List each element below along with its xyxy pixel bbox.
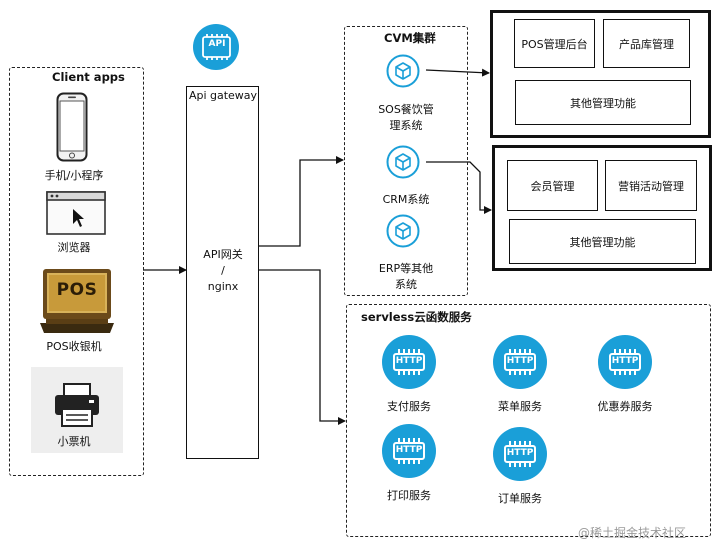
serverless-label-order: 订单服务 <box>498 492 542 505</box>
cvm-crm-label: CRM系统 <box>382 193 430 206</box>
sos-to-group-line <box>425 68 490 77</box>
cvm-erp-label-1: ERP等其他 <box>378 262 434 275</box>
cvm-cluster-title: CVM集群 <box>384 31 436 45</box>
serverless-item-coupon: HTTP 优惠券服务 <box>582 333 668 413</box>
cvm-cluster-panel <box>344 26 468 296</box>
http-icon-text: HTTP <box>395 445 423 455</box>
client-apps-panel <box>9 67 144 476</box>
http-icon-text: HTTP <box>506 356 534 366</box>
http-icon-text: HTTP <box>395 356 423 366</box>
http-icon <box>382 424 436 478</box>
crm-box-marketing: 营销活动管理 <box>605 160 697 211</box>
serverless-label-menu: 菜单服务 <box>498 400 542 413</box>
http-icon <box>382 335 436 389</box>
gateway-to-serverless-line <box>259 269 346 425</box>
serverless-label-coupon: 优惠券服务 <box>597 400 653 413</box>
serverless-item-order: HTTP 订单服务 <box>482 425 558 507</box>
crm-box-membership: 会员管理 <box>507 160 598 211</box>
watermark: @稀土掘金技术社区 <box>578 526 687 540</box>
sos-box-other-functions: 其他管理功能 <box>515 80 691 125</box>
client-label-pos: POS收银机 <box>46 340 102 353</box>
cube-icon <box>386 145 420 179</box>
gateway-to-cvm-line <box>259 156 344 247</box>
client-label-mobile: 手机/小程序 <box>44 169 104 182</box>
serverless-item-payment: HTTP 支付服务 <box>371 333 447 413</box>
cvm-sos-label-1: SOS餐饮管 <box>378 103 434 116</box>
serverless-item-print: HTTP 打印服务 <box>371 422 447 504</box>
cvm-erp-label-2: 系统 <box>395 278 417 291</box>
api-gateway-line2: / <box>221 264 225 277</box>
api-gateway-line3: nginx <box>207 280 239 293</box>
http-icon <box>493 335 547 389</box>
client-apps-title: Client apps <box>52 70 125 84</box>
browser-window-icon <box>46 191 106 235</box>
cube-icon <box>386 54 420 88</box>
crm-box-other-functions: 其他管理功能 <box>509 219 696 264</box>
sos-box-product-library: 产品库管理 <box>603 19 690 68</box>
crm-to-group-line <box>426 161 492 214</box>
smartphone-icon <box>56 92 88 162</box>
http-icon-text: HTTP <box>506 448 534 458</box>
client-label-printer: 小票机 <box>57 435 91 448</box>
api-gateway-title: Api gateway <box>188 89 258 102</box>
client-label-browser: 浏览器 <box>57 241 91 254</box>
serverless-item-menu: HTTP 菜单服务 <box>482 333 558 413</box>
cube-icon <box>386 214 420 248</box>
http-icon <box>598 335 652 389</box>
cvm-sos-label-2: 理系统 <box>389 119 423 132</box>
serverless-label-payment: 支付服务 <box>387 400 431 413</box>
http-icon <box>493 427 547 481</box>
api-gateway-box <box>186 86 259 459</box>
sos-box-pos-admin: POS管理后台 <box>514 19 595 68</box>
http-icon-text: HTTP <box>611 356 639 366</box>
api-gateway-icon-text: API <box>208 39 226 49</box>
pos-screen-text: POS <box>56 280 98 300</box>
serverless-label-print: 打印服务 <box>387 489 431 502</box>
serverless-title: servless云函数服务 <box>361 310 472 324</box>
pos-terminal-icon <box>40 269 114 333</box>
serverless-panel <box>346 304 711 537</box>
receipt-printer-icon <box>55 383 99 427</box>
api-gateway-line1: API网关 <box>203 248 243 261</box>
api-gateway-icon <box>193 24 239 70</box>
